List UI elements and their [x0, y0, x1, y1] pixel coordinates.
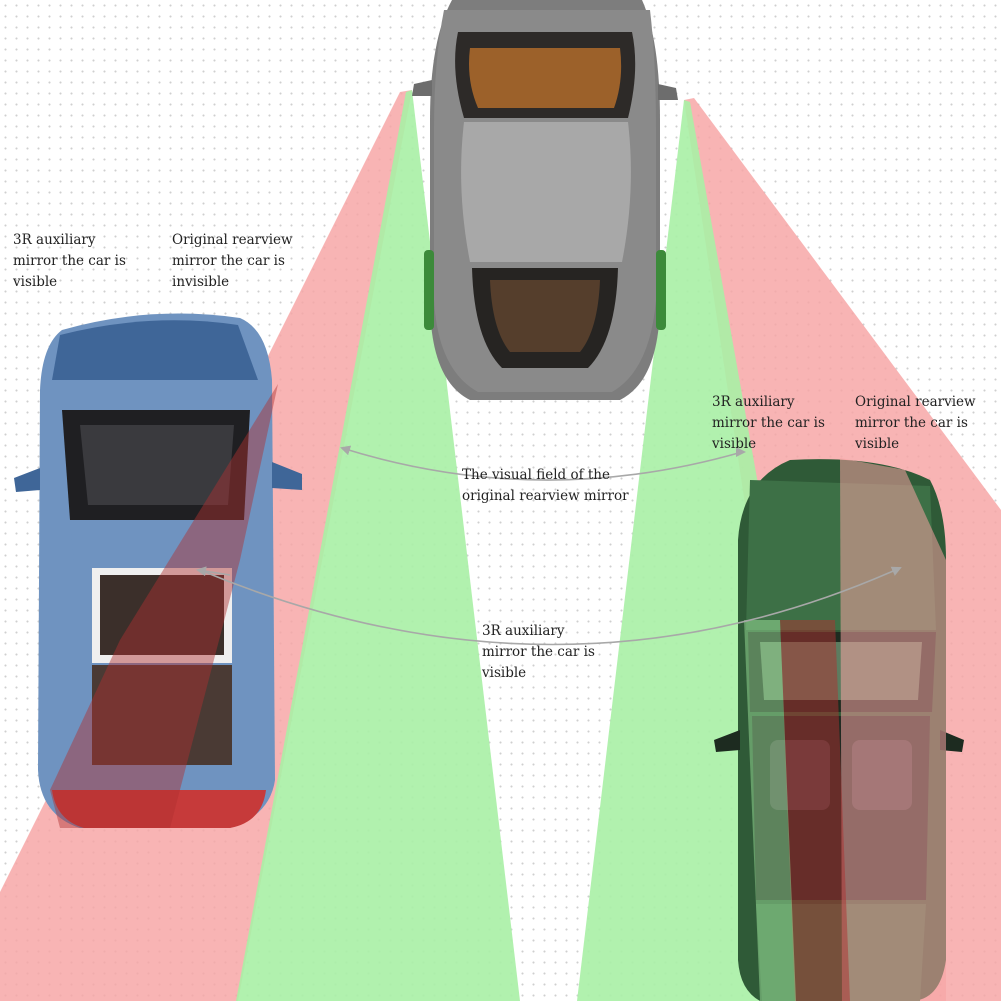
label-center-field: The visual field of the original rearvie…: [462, 467, 629, 504]
arrow-icon: [340, 445, 743, 481]
left-car-zone-overlay: [50, 384, 278, 828]
right-car-green-overlay: [744, 620, 796, 1001]
arrow-icon: [196, 566, 231, 577]
label-center-aux: 3R auxiliary mirror the car is visible: [482, 623, 595, 681]
car-top-icon: [412, 0, 678, 400]
label-left-orig: Original rearview mirror the car is invi…: [172, 232, 293, 290]
label-left-aux: 3R auxiliary mirror the car is visible: [13, 232, 126, 290]
label-right-orig: Original rearview mirror the car is visi…: [855, 394, 976, 452]
arrow-icon: [199, 566, 902, 646]
left-orig-zone: [236, 90, 520, 1001]
label-right-aux: 3R auxiliary mirror the car is visible: [712, 394, 825, 452]
car-left-icon: [14, 313, 302, 829]
right-car-red-overlay: [780, 620, 850, 1001]
right-car-aux-overlay: [840, 458, 946, 1001]
